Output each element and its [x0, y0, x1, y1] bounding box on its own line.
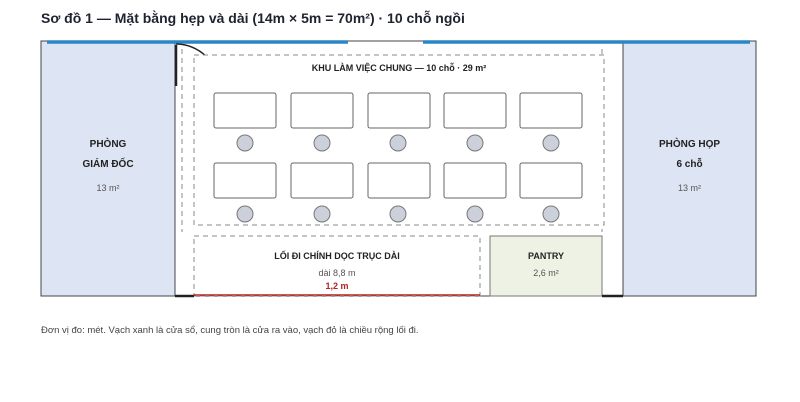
desk[interactable]: [367, 92, 431, 129]
chair[interactable]: [542, 205, 560, 223]
desk-row-2: [213, 162, 583, 223]
chair[interactable]: [466, 134, 484, 152]
desk[interactable]: [519, 92, 583, 129]
desk[interactable]: [367, 162, 431, 199]
legend-caption: Đơn vị đo: mét. Vạch xanh là cửa sổ, cun…: [41, 325, 419, 336]
desk[interactable]: [443, 162, 507, 199]
meeting-room-capacity: 6 chỗ: [676, 159, 703, 170]
director-room[interactable]: [40, 40, 176, 297]
chair[interactable]: [313, 134, 331, 152]
corridor-width-label: 1,2 m: [325, 281, 349, 291]
chair[interactable]: [389, 134, 407, 152]
desk[interactable]: [443, 92, 507, 129]
desk-row-1: [213, 92, 583, 152]
pantry-area: 2,6 m²: [533, 268, 559, 278]
desk[interactable]: [213, 162, 277, 199]
pantry-label: PANTRY: [528, 251, 564, 261]
desk[interactable]: [290, 162, 354, 199]
chair[interactable]: [236, 205, 254, 223]
pantry-room[interactable]: [489, 235, 603, 297]
workspace-label: KHU LÀM VIỆC CHUNG — 10 chỗ · 29 m²: [311, 63, 487, 73]
desk[interactable]: [519, 162, 583, 199]
chair[interactable]: [313, 205, 331, 223]
chair[interactable]: [466, 205, 484, 223]
chair[interactable]: [389, 205, 407, 223]
chair[interactable]: [542, 134, 560, 152]
director-room-label: PHÒNG: [89, 139, 127, 150]
corridor-length: dài 8,8 m: [318, 268, 356, 278]
meeting-room-area: 13 m²: [677, 183, 701, 193]
corridor-label: LỐI ĐI CHÍNH DỌC TRỤC DÀI: [274, 251, 400, 261]
meeting-room[interactable]: [622, 40, 757, 297]
director-room-label-2: GIÁM ĐỐC: [82, 159, 134, 170]
page-title: Sơ đồ 1 — Mặt bằng hẹp và dài (14m × 5m …: [41, 10, 465, 26]
desk[interactable]: [290, 92, 354, 129]
director-room-area: 13 m²: [96, 183, 120, 193]
desk[interactable]: [213, 92, 277, 129]
chair[interactable]: [236, 134, 254, 152]
meeting-room-label: PHÒNG HỌP: [658, 139, 721, 150]
corridor-zone[interactable]: [193, 235, 481, 297]
